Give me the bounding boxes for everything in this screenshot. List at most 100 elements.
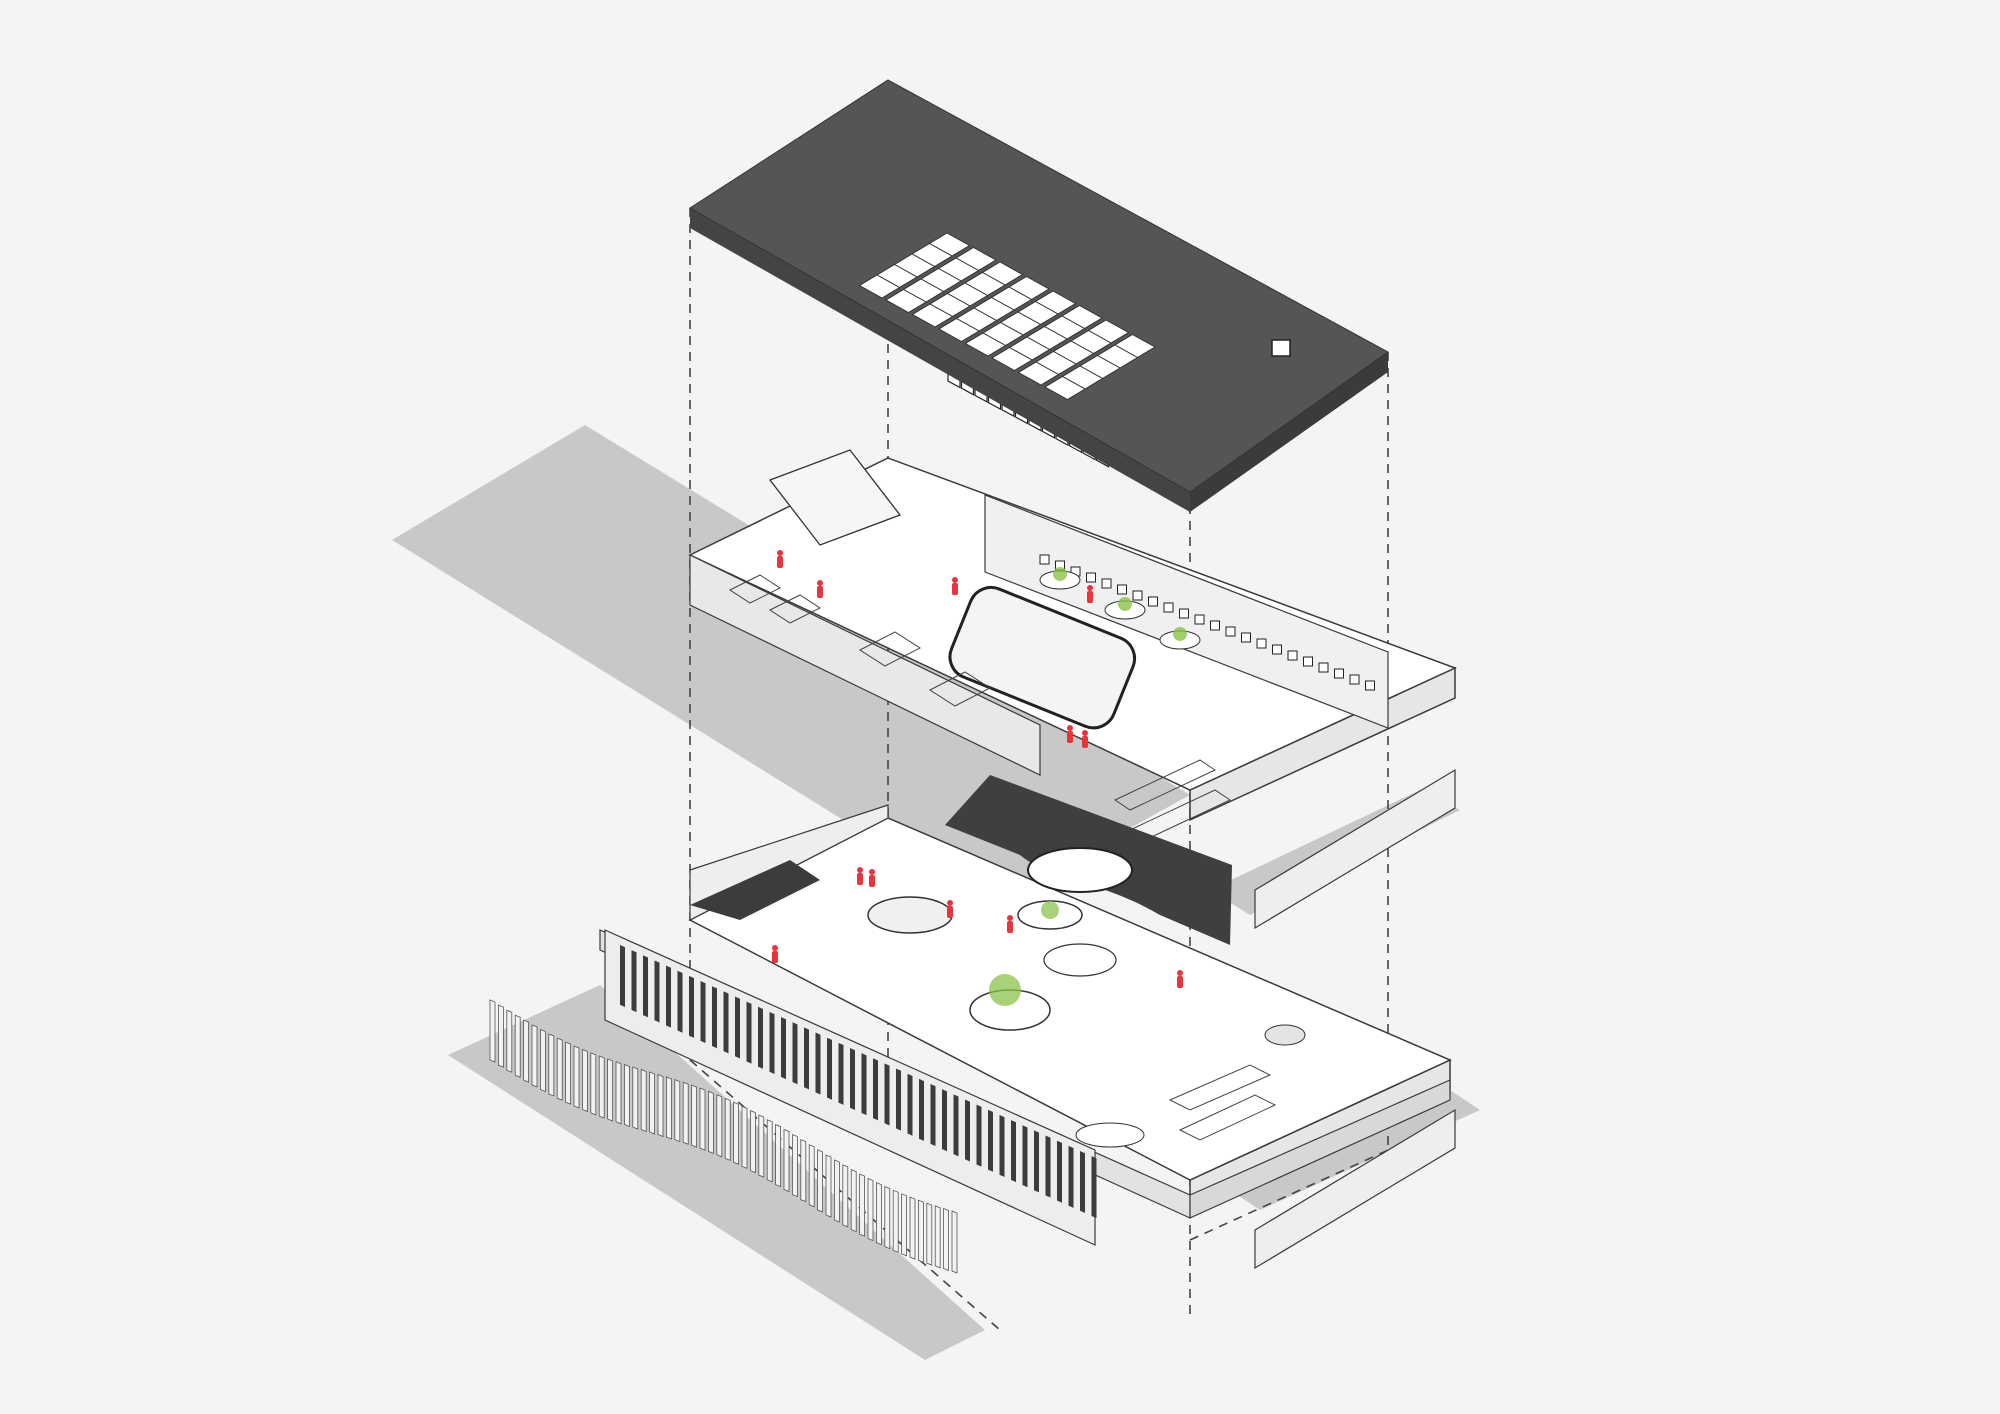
person-head bbox=[1177, 970, 1183, 976]
person-head bbox=[947, 900, 953, 906]
wall-window bbox=[1303, 656, 1313, 667]
person-head bbox=[1087, 585, 1093, 591]
facade-fin bbox=[615, 1061, 622, 1125]
person-head bbox=[1007, 915, 1013, 921]
office-desks bbox=[728, 574, 992, 707]
facade-fin bbox=[674, 1078, 681, 1143]
desk bbox=[768, 594, 822, 624]
skylight-pane bbox=[991, 346, 1033, 372]
facade-fin bbox=[733, 1101, 739, 1165]
facade-fin bbox=[506, 1009, 513, 1073]
wall-window bbox=[1365, 680, 1375, 691]
facade-fin bbox=[825, 1154, 832, 1218]
facade-window bbox=[827, 1037, 832, 1100]
facade-fin bbox=[892, 1189, 899, 1253]
wall-window bbox=[1349, 674, 1360, 685]
facade-fin bbox=[817, 1149, 823, 1213]
wall-window bbox=[1148, 596, 1158, 607]
facade-window bbox=[1057, 1140, 1062, 1203]
void-opening bbox=[948, 585, 1137, 730]
alignment-line-lower-left bbox=[689, 1059, 1001, 1331]
facade-window bbox=[896, 1068, 901, 1131]
person-head bbox=[869, 869, 875, 875]
roof bbox=[689, 79, 1389, 512]
facade-fin bbox=[808, 1144, 815, 1208]
person-body bbox=[947, 906, 953, 918]
facade-window bbox=[1068, 1145, 1074, 1208]
roof-hatch bbox=[1271, 339, 1291, 357]
lower-right-shadow bbox=[1230, 1090, 1480, 1210]
facade-fin bbox=[598, 1055, 605, 1119]
wall-window bbox=[1272, 644, 1282, 655]
facade-fin bbox=[775, 1123, 781, 1188]
facade-fin bbox=[556, 1037, 563, 1101]
facade-fin bbox=[716, 1094, 723, 1158]
planting bbox=[1041, 901, 1059, 919]
facade-fin bbox=[497, 1004, 504, 1068]
facade-fin bbox=[523, 1019, 529, 1083]
facade-window bbox=[666, 965, 671, 1028]
facade-fin bbox=[540, 1028, 546, 1093]
facade-window bbox=[1034, 1130, 1039, 1193]
reception-counter bbox=[867, 896, 953, 934]
facade-window bbox=[850, 1048, 855, 1110]
facade-window bbox=[1080, 1151, 1085, 1213]
facade-fin bbox=[514, 1014, 521, 1078]
facade-window bbox=[1022, 1125, 1028, 1188]
facade-fin bbox=[842, 1164, 849, 1228]
facade-fin bbox=[918, 1199, 924, 1263]
facade-fin bbox=[724, 1097, 731, 1161]
person-body bbox=[857, 873, 863, 885]
facade-window bbox=[700, 981, 706, 1044]
ground-floor-dark-wall bbox=[690, 860, 820, 920]
people-figures bbox=[772, 550, 1183, 988]
person-body bbox=[777, 556, 783, 568]
wall-window bbox=[1194, 614, 1205, 625]
person-head bbox=[772, 945, 778, 951]
person-head bbox=[952, 577, 958, 583]
wall-window bbox=[1086, 572, 1096, 583]
facade-window bbox=[631, 950, 637, 1013]
person-body bbox=[1087, 591, 1093, 603]
facade-fin bbox=[901, 1193, 907, 1257]
wall-window bbox=[1241, 632, 1251, 643]
tree bbox=[989, 974, 1021, 1006]
facade-window bbox=[677, 970, 683, 1033]
facade-window bbox=[815, 1032, 821, 1095]
skylight-pane bbox=[964, 332, 1007, 357]
wall-window bbox=[1225, 626, 1236, 637]
desk bbox=[928, 671, 992, 707]
lower-annex-wall bbox=[1254, 1108, 1456, 1270]
facade-window bbox=[919, 1078, 924, 1141]
facade-window bbox=[965, 1099, 970, 1162]
facade-fin bbox=[850, 1168, 857, 1233]
skylight-pane bbox=[938, 317, 980, 343]
person-body bbox=[952, 583, 958, 595]
annex-walls bbox=[1254, 768, 1456, 1270]
upper-annex-wall bbox=[1254, 768, 1456, 930]
wall-window bbox=[1163, 602, 1174, 613]
facade-fin bbox=[590, 1052, 597, 1116]
facade-fin bbox=[489, 999, 496, 1063]
facade-fin bbox=[573, 1045, 580, 1109]
planting bbox=[1118, 597, 1132, 611]
upper-floor-front-wall bbox=[689, 554, 1041, 776]
cafe-area bbox=[1075, 1122, 1145, 1148]
facade-window bbox=[1011, 1120, 1016, 1183]
planting bbox=[1053, 567, 1067, 581]
skylight-pane bbox=[1017, 361, 1060, 386]
facade-window bbox=[873, 1058, 878, 1121]
wall-window bbox=[1210, 620, 1220, 631]
facade-fin bbox=[607, 1058, 613, 1122]
desk bbox=[728, 574, 782, 604]
facade-fin bbox=[624, 1063, 630, 1128]
desk bbox=[858, 631, 922, 667]
facade-fin bbox=[565, 1041, 571, 1105]
facade-window bbox=[988, 1109, 993, 1172]
facade-fin bbox=[876, 1182, 882, 1246]
facade-fin bbox=[691, 1084, 697, 1148]
wall-window bbox=[1132, 590, 1143, 601]
facade-window bbox=[1091, 1156, 1097, 1219]
facade-fin bbox=[800, 1139, 807, 1203]
